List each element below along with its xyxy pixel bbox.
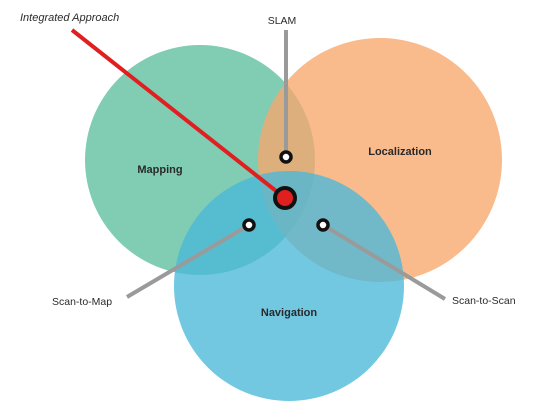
label-scan-to-map: Scan-to-Map: [52, 296, 112, 308]
marker-slam: [279, 150, 293, 164]
venn-circle-labels: Mapping Localization Navigation: [137, 146, 432, 319]
leader-line-integrated-approach: [70, 28, 287, 200]
label-localization: Localization: [368, 146, 432, 158]
label-mapping: Mapping: [137, 164, 182, 176]
leader-lines: [70, 28, 447, 301]
markers: [242, 150, 330, 232]
leader-line-scan-to-map: [125, 223, 251, 299]
point-labels: Integrated Approach SLAM Scan-to-Map Sca…: [20, 12, 516, 308]
marker-scan-to-scan: [316, 218, 330, 232]
marker-scan-to-map: [242, 218, 256, 232]
label-scan-to-scan: Scan-to-Scan: [452, 295, 516, 307]
label-slam: SLAM: [268, 15, 297, 27]
label-integrated-approach: Integrated Approach: [20, 12, 119, 24]
venn-circles: [85, 38, 502, 401]
leader-line-scan-to-scan: [321, 223, 447, 301]
label-navigation: Navigation: [261, 307, 318, 319]
circle-navigation: [174, 171, 404, 401]
marker-integrated-approach: [273, 186, 297, 210]
